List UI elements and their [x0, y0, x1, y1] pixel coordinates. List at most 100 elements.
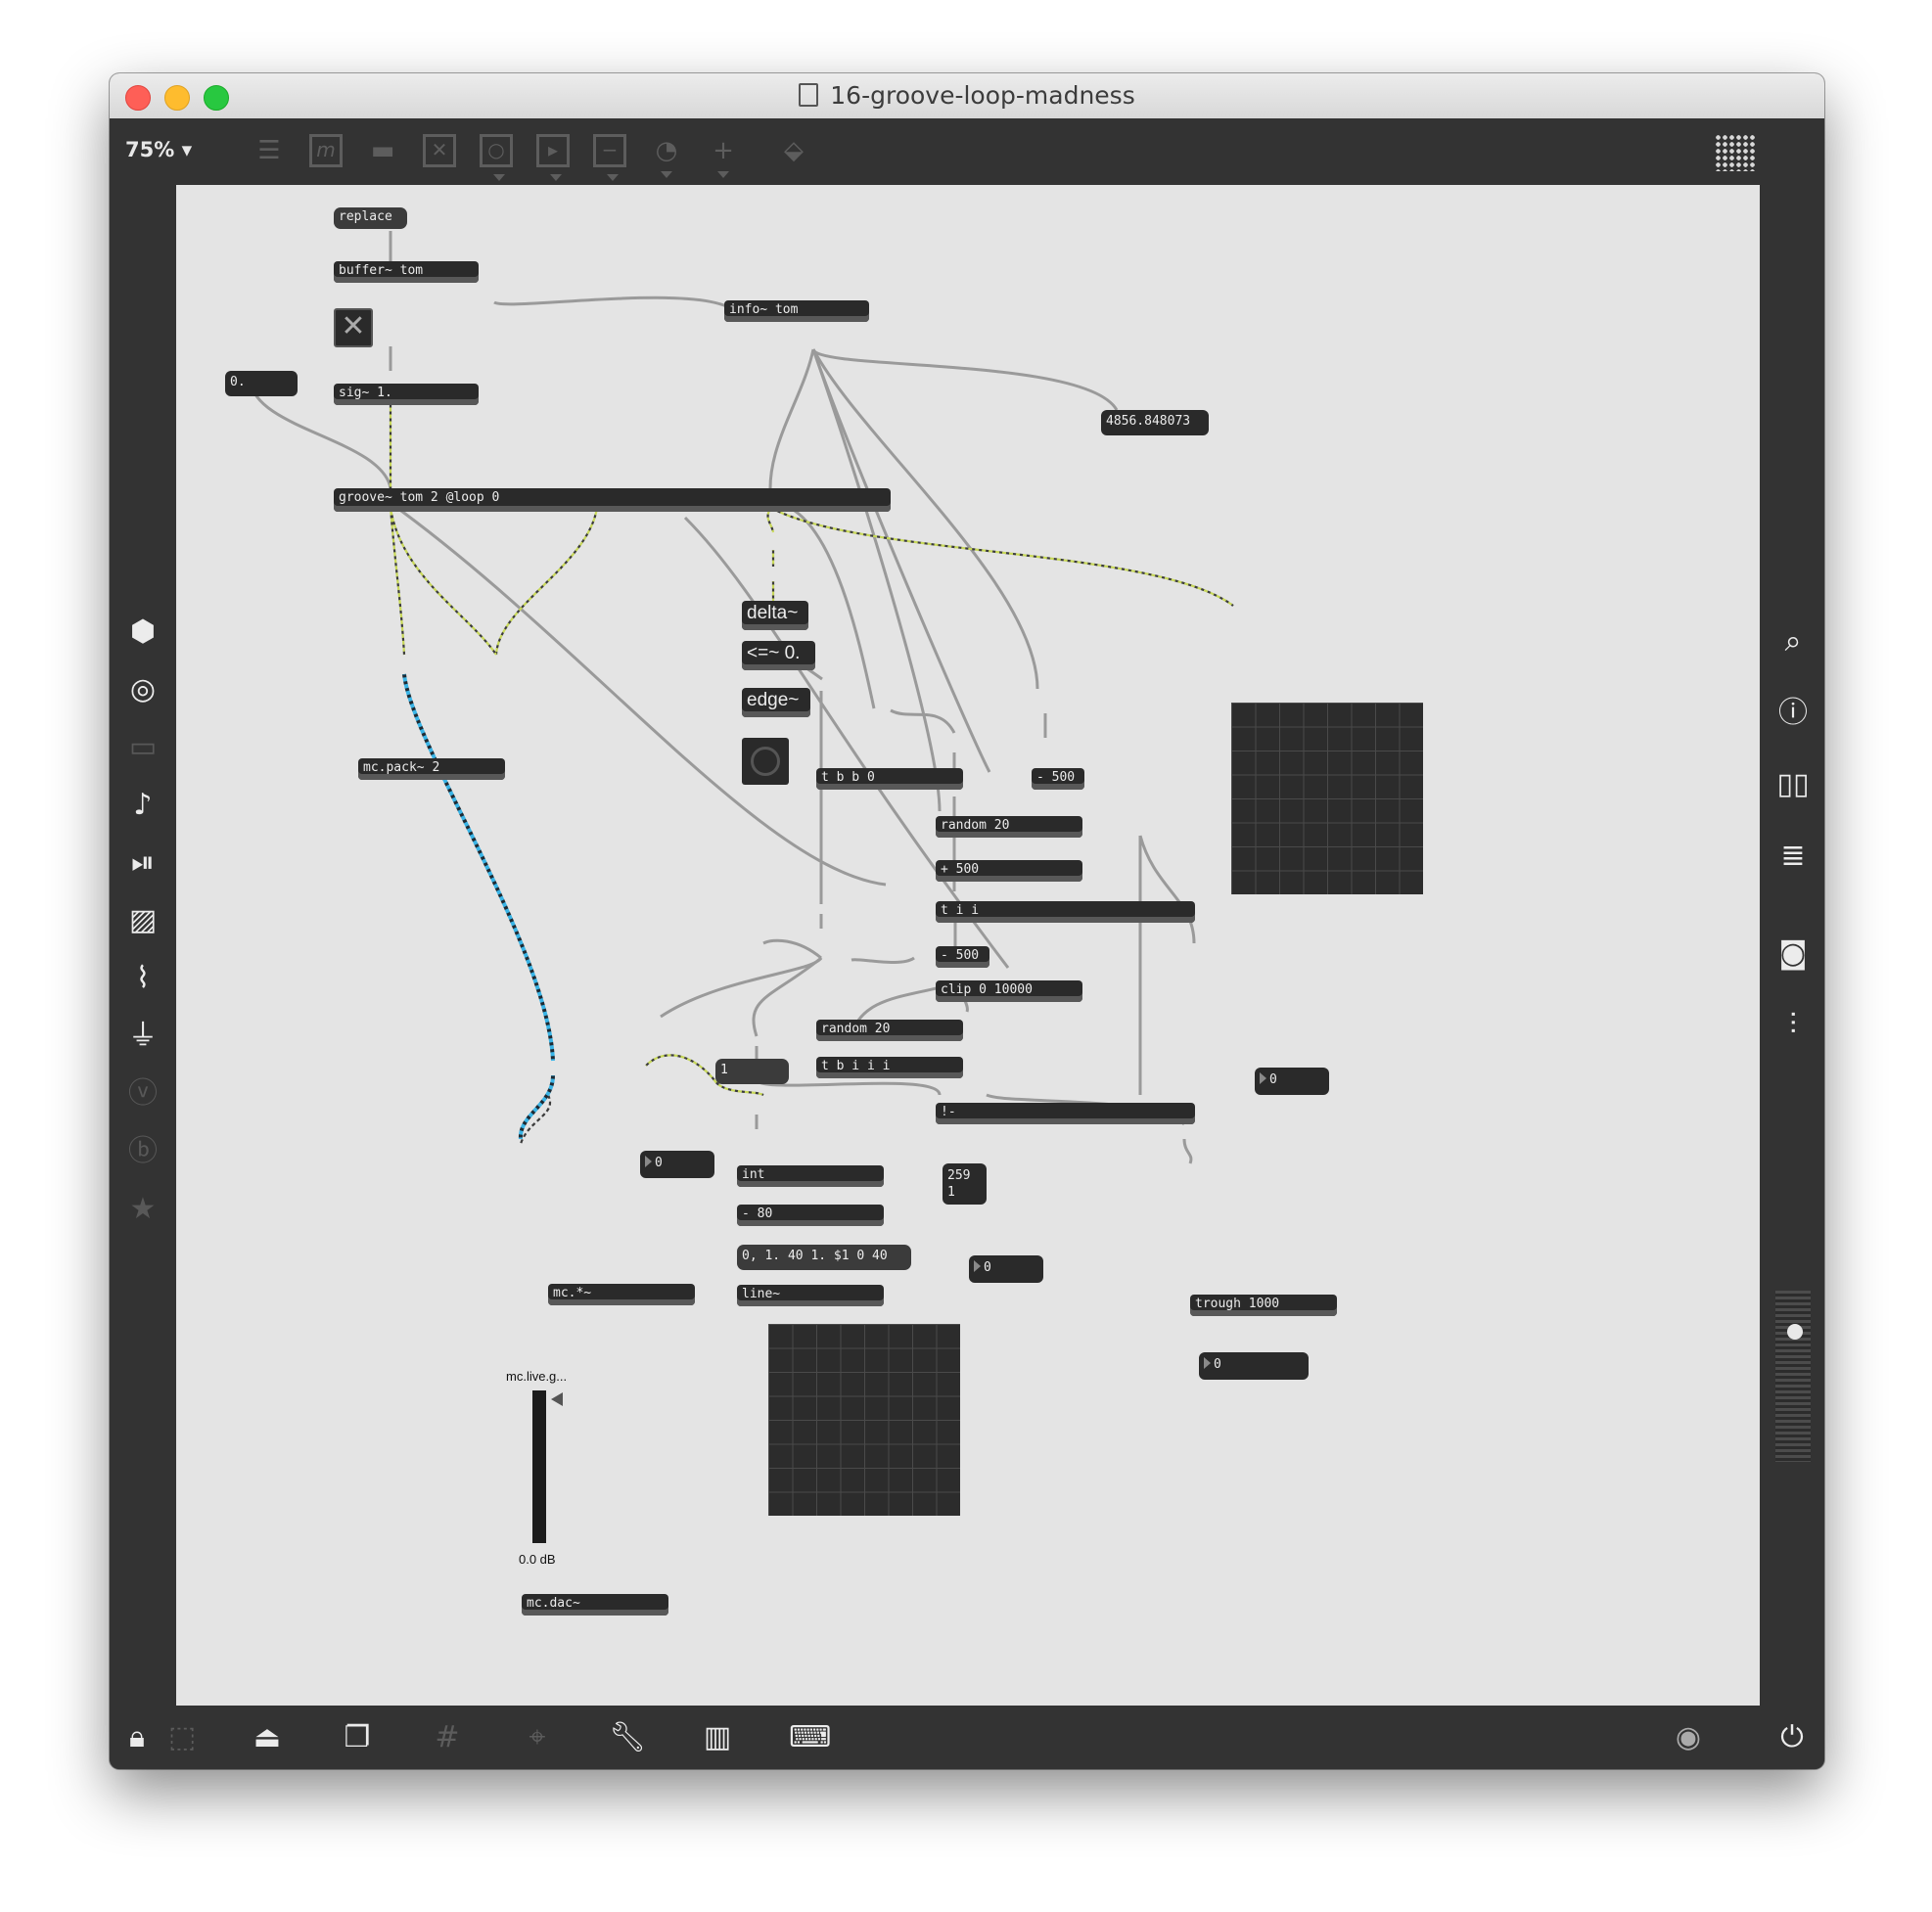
number-box-right[interactable]: 0: [1255, 1068, 1329, 1095]
output-meter[interactable]: [1775, 1291, 1811, 1462]
number-box-left[interactable]: 0: [640, 1151, 714, 1178]
trigger-ii-object[interactable]: t i i: [936, 901, 1195, 923]
random-20-object-b[interactable]: random 20: [816, 1020, 963, 1041]
media-icon[interactable]: ⏯: [131, 845, 155, 880]
not-minus-object[interactable]: !-: [936, 1103, 1195, 1124]
toolbar: 75% ▾ ☰ m ▬ ✕ ○ ▸ − ◔ + ⬙: [110, 118, 1824, 185]
message-one[interactable]: 1: [715, 1059, 789, 1084]
gain-db-readout: 0.0 dB: [519, 1552, 556, 1567]
buffer-object[interactable]: buffer~ tom: [334, 261, 479, 283]
power-icon[interactable]: ⏻: [1780, 1720, 1804, 1754]
paperclip-icon[interactable]: ⌇: [135, 961, 151, 995]
minus-500-object-b[interactable]: - 500: [936, 946, 989, 968]
line-object[interactable]: line~: [737, 1285, 884, 1306]
message-icon[interactable]: m: [309, 134, 343, 167]
number-box-mid[interactable]: 0: [969, 1255, 1043, 1283]
lock-icon[interactable]: 🔒︎: [129, 1720, 145, 1754]
star-icon[interactable]: ★: [129, 1192, 157, 1226]
mixer-icon[interactable]: ⫶: [1789, 1008, 1797, 1042]
camera-icon[interactable]: ◙: [1778, 936, 1808, 971]
dial-icon[interactable]: ◔: [650, 134, 683, 178]
window-title: 16-groove-loop-madness: [110, 73, 1824, 118]
toggle-icon[interactable]: ✕: [423, 134, 456, 167]
piano-icon[interactable]: ▥: [703, 1720, 732, 1754]
number-box-trough[interactable]: 0: [1199, 1352, 1309, 1380]
window-icon[interactable]: ❐: [344, 1720, 371, 1754]
wrench-icon[interactable]: 🔧︎: [609, 1720, 647, 1754]
mc-dac-object[interactable]: mc.dac~: [522, 1594, 668, 1616]
gain-label: mc.live.g...: [506, 1369, 568, 1384]
info-object[interactable]: info~ tom: [724, 300, 869, 322]
right-sidebar: ⌕ ⓘ ▯▯ ≣ ◙ ⫶: [1760, 185, 1824, 1706]
groove-object[interactable]: groove~ tom 2 @loop 0: [334, 488, 891, 512]
info-icon[interactable]: ⓘ: [1778, 696, 1808, 730]
image-icon[interactable]: ▨: [128, 903, 158, 937]
number-triangle-icon: [1260, 1072, 1266, 1084]
present-icon[interactable]: ⏏: [253, 1720, 282, 1754]
gain-slider[interactable]: [532, 1390, 546, 1543]
mc-pack-object[interactable]: mc.pack~ 2: [358, 758, 505, 780]
paint-bucket-icon[interactable]: ⬙: [784, 136, 804, 165]
trigger-bb0-object[interactable]: t b b 0: [816, 768, 963, 790]
replace-message[interactable]: replace: [334, 207, 407, 229]
target-icon[interactable]: ◎: [129, 672, 157, 706]
keyboard-icon[interactable]: ⌨: [789, 1720, 832, 1754]
document-icon: [799, 83, 819, 107]
scope-display-top: [1231, 703, 1423, 894]
minus-500-object-a[interactable]: - 500: [1032, 768, 1084, 790]
bang-button[interactable]: [742, 738, 789, 785]
gain-pointer-icon[interactable]: [551, 1392, 563, 1406]
minus-80-object[interactable]: - 80: [737, 1205, 884, 1226]
int-object[interactable]: int: [737, 1165, 884, 1187]
mc-multiply-object[interactable]: mc.*~: [548, 1284, 695, 1305]
music-note-icon[interactable]: ♪: [133, 788, 153, 822]
play-icon[interactable]: ◉: [1675, 1720, 1702, 1754]
slider-icon[interactable]: −: [593, 134, 626, 181]
new-object-icon[interactable]: ☰: [257, 136, 281, 165]
trough-object[interactable]: trough 1000: [1190, 1295, 1337, 1316]
float-number-box[interactable]: 0.: [225, 371, 298, 396]
number-box-mid-value: 0: [984, 1260, 991, 1275]
plus-icon[interactable]: +: [707, 134, 740, 178]
clip-object[interactable]: clip 0 10000: [936, 980, 1082, 1002]
minimize-button[interactable]: [164, 85, 190, 111]
zoom-value: 75%: [125, 138, 175, 161]
zoom-button[interactable]: [204, 85, 229, 111]
plus-500-object[interactable]: + 500: [936, 860, 1082, 882]
patch-canvas[interactable]: replace buffer~ tom ✕ 0. sig~ 1. info~ t…: [176, 185, 1760, 1706]
list-icon[interactable]: ≣: [1780, 839, 1806, 873]
plug-icon[interactable]: ⏚: [128, 1019, 158, 1053]
trigger-biii-object[interactable]: t b i i i: [816, 1057, 963, 1078]
toggle-x[interactable]: ✕: [334, 308, 373, 347]
snap-icon[interactable]: ⌖: [529, 1720, 546, 1754]
random-20-object-a[interactable]: random 20: [936, 816, 1082, 838]
edge-object[interactable]: edge~: [742, 688, 810, 717]
grid-icon[interactable]: [1715, 134, 1756, 171]
beap-icon[interactable]: ⓑ: [128, 1134, 158, 1168]
button-icon[interactable]: ○: [480, 134, 513, 181]
presentation-icon[interactable]: ⬚: [167, 1720, 197, 1754]
volume-knob[interactable]: [1787, 1324, 1803, 1340]
delta-object[interactable]: delta~: [742, 601, 808, 630]
duration-display: 4856.848073: [1101, 410, 1209, 435]
message-259-line2: 1: [947, 1185, 955, 1200]
grid-icon[interactable]: #: [435, 1720, 460, 1754]
bpatcher-icon[interactable]: ▭: [128, 730, 158, 764]
sig-object[interactable]: sig~ 1.: [334, 384, 479, 405]
package-icon[interactable]: ⬢: [129, 615, 157, 649]
number-icon[interactable]: ▸: [536, 134, 570, 181]
title-bar: 16-groove-loop-madness: [110, 73, 1824, 119]
close-button[interactable]: [125, 85, 151, 111]
patcher-window: 16-groove-loop-madness 75% ▾ ☰ m ▬ ✕ ○ ▸…: [110, 73, 1824, 1769]
lte-object[interactable]: <=~ 0.: [742, 641, 815, 670]
bottom-bar: 🔒︎ ⬚ ⏏ ❐ # ⌖ 🔧︎ ▥ ⌨ ◉ ⏻: [110, 1706, 1824, 1769]
book-icon[interactable]: ▯▯: [1776, 767, 1810, 801]
left-sidebar: ⬢ ◎ ▭ ♪ ⏯ ▨ ⌇ ⏚ ⓥ ⓑ ★: [110, 185, 176, 1706]
line-message[interactable]: 0, 1. 40 1. $1 0 40: [737, 1245, 911, 1270]
comment-icon[interactable]: ▬: [370, 136, 395, 165]
vizzie-icon[interactable]: ⓥ: [128, 1076, 158, 1111]
number-triangle-icon: [645, 1156, 652, 1167]
zoom-menu[interactable]: 75% ▾: [125, 138, 193, 161]
search-icon[interactable]: ⌕: [1784, 624, 1802, 659]
